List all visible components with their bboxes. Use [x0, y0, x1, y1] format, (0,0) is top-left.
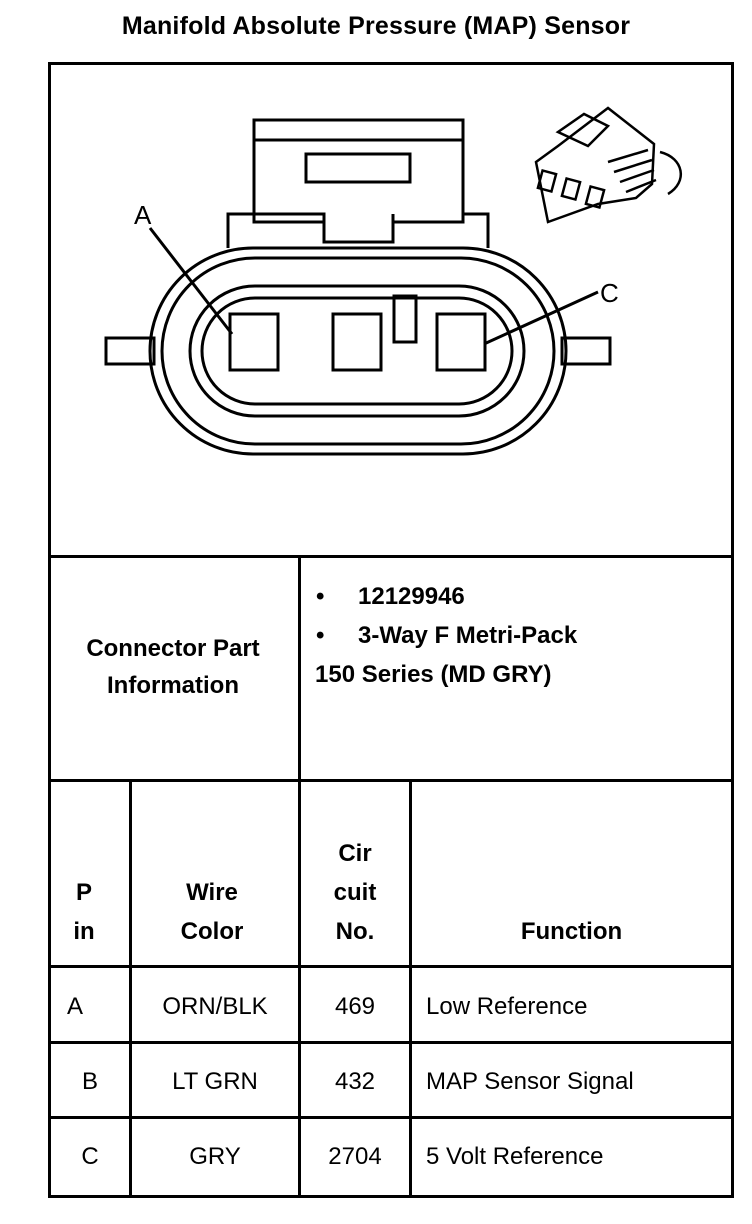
divider-row-a — [48, 1041, 734, 1044]
divider-col-1 — [129, 779, 132, 1198]
page-title: Manifold Absolute Pressure (MAP) Sensor — [121, 12, 631, 40]
header-wire-color: Wire Color — [180, 879, 244, 945]
divider-diagram — [48, 555, 734, 558]
border-left — [48, 62, 51, 1198]
row-b-circuit: 432 — [334, 1068, 376, 1095]
border-top — [48, 62, 734, 65]
bullet: • — [316, 583, 325, 610]
part-series: 150 Series (MD GRY) — [315, 661, 552, 688]
pin-label-c: C — [600, 278, 619, 308]
divider-part-col — [298, 555, 301, 782]
row-a-wire-color: ORN/BLK — [162, 993, 268, 1020]
bullet: • — [316, 622, 325, 649]
row-c-pin: C — [81, 1143, 99, 1170]
row-c-circuit: 2704 — [328, 1143, 382, 1170]
row-b-wire-color: LT GRN — [172, 1068, 258, 1095]
connector-diagram: A C — [104, 106, 683, 456]
divider-col-2 — [298, 779, 301, 1198]
row-b-pin: B — [81, 1068, 98, 1095]
row-a-pin: A — [66, 993, 83, 1020]
part-description: 3-Way F Metri-Pack — [358, 622, 578, 649]
border-right — [731, 62, 734, 1198]
header-pin: P in — [73, 879, 95, 945]
part-number: 12129946 — [358, 583, 465, 610]
divider-col-3 — [409, 779, 412, 1198]
connector-table: A C Connector Part Information • 12129946… — [48, 62, 734, 1198]
row-a-circuit: 469 — [334, 993, 376, 1020]
row-a-function: Low Reference — [426, 993, 588, 1020]
connector-part-details: • 12129946 • 3-Way F Metri-Pack 150 Series… — [315, 577, 578, 694]
divider-part-info — [48, 779, 734, 782]
header-circuit-no: Cir cuit No. — [333, 839, 377, 945]
header-function: Function — [520, 918, 623, 945]
divider-header — [48, 965, 734, 968]
connector-thumbnail — [534, 106, 683, 224]
row-c-wire-color: GRY — [189, 1143, 241, 1170]
pin-label-a: A — [134, 200, 152, 230]
divider-row-b — [48, 1116, 734, 1119]
row-c-function: 5 Volt Reference — [426, 1143, 604, 1170]
row-b-function: MAP Sensor Signal — [426, 1068, 634, 1095]
border-bottom — [48, 1195, 734, 1198]
connector-part-label: Connector Part Information — [86, 635, 260, 699]
